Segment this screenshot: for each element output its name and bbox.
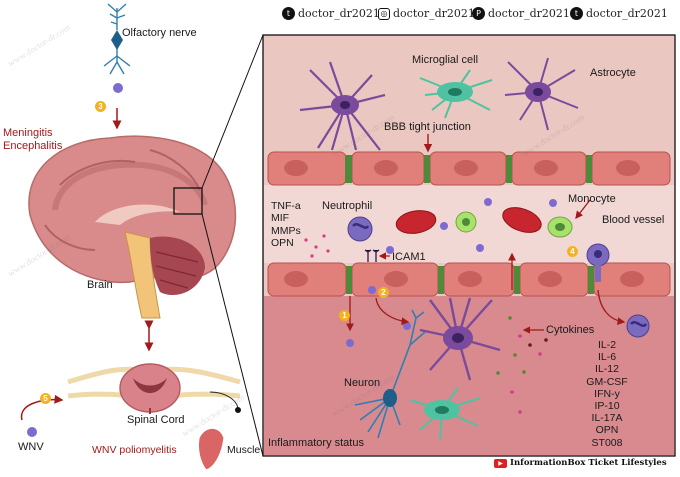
tissue-neutrophil — [626, 314, 650, 338]
social-handle: doctor_dr2021 — [393, 7, 475, 20]
tight-junctions-lower — [346, 266, 594, 294]
social-handle: doctor_dr2021 — [586, 7, 668, 20]
label-monocyte: Monocyte — [568, 193, 616, 205]
pinterest-icon: P — [472, 7, 485, 20]
transmigrating-monocyte — [586, 243, 610, 282]
astrocyte-perivascular — [419, 297, 501, 381]
social-pinterest[interactable]: P doctor_dr2021 — [472, 7, 570, 20]
zoom-line-top — [201, 34, 264, 189]
social-instagram[interactable]: ◎ doctor_dr2021 — [378, 7, 475, 20]
arrow-monocyte — [575, 199, 591, 220]
mediator-dots — [304, 234, 330, 258]
tumblr-icon: t — [570, 7, 583, 20]
wnv-virus — [27, 427, 37, 437]
cytokine-item: IL-6 — [597, 351, 617, 364]
step-badge-1: 1 — [339, 310, 350, 321]
cytokine-item: IL-2 — [597, 339, 617, 351]
olfactory-neuron-body — [111, 30, 123, 50]
label-muscle: Muscle — [227, 444, 261, 456]
cytokine-item: GM-CSF — [586, 375, 628, 388]
astrocyte-top-left — [299, 61, 386, 151]
neuron-cell — [354, 309, 426, 439]
label-meningitis: Meningitis — [3, 127, 53, 139]
red-blood-cells — [395, 207, 542, 234]
social-handle: doctor_dr2021 — [298, 7, 380, 20]
label-wnv: WNV — [18, 441, 44, 453]
step-badge-3: 3 — [95, 101, 106, 112]
label-spinal-cord: Spinal Cord — [127, 414, 185, 426]
label-microglial-cell: Microglial cell — [412, 54, 479, 66]
virus-particle — [113, 83, 123, 93]
astrocyte-top-right — [504, 57, 579, 131]
credit-text: InformationBox Ticket Lifestyles — [510, 458, 667, 468]
cytokine-item: ST008 — [591, 436, 623, 449]
instagram-icon: ◎ — [378, 7, 390, 20]
brain-illustration — [28, 135, 237, 319]
cytokine-dots — [496, 316, 548, 414]
label-brain: Brain — [87, 279, 113, 291]
monocyte-cell — [455, 211, 573, 238]
arrow-step2 — [375, 297, 410, 326]
step-badge-2: 2 — [378, 287, 389, 298]
cytokine-item: IL-12 — [595, 363, 619, 376]
label-icam1: ICAM1 — [392, 251, 426, 263]
label-blood-vessel: Blood vessel — [602, 214, 665, 226]
mediator-item: MIF — [271, 212, 290, 225]
tight-junctions-upper — [345, 155, 592, 183]
spinal-cord-illustration — [67, 363, 241, 414]
olfactory-nerve-cell — [103, 3, 131, 75]
label-wnv-poliomyelitis: WNV poliomyelitis — [92, 444, 177, 456]
mediator-list: TNF-a MIF MMPs OPN — [271, 200, 301, 250]
cytokine-item: OPN — [595, 424, 619, 437]
cytokine-item: IP-10 — [594, 400, 620, 413]
mediator-item: OPN — [271, 237, 294, 250]
social-handle: doctor_dr2021 — [488, 7, 570, 20]
label-bbb-tight-junction: BBB tight junction — [384, 121, 471, 133]
label-olfactory-nerve: Olfactory nerve — [122, 27, 197, 39]
mediator-item: MMPs — [271, 224, 301, 237]
step-badge-4: 4 — [567, 246, 578, 257]
youtube-icon: ▶ — [494, 458, 507, 468]
neutrophil-cell — [347, 216, 373, 242]
label-astrocyte: Astrocyte — [590, 67, 636, 79]
label-cytokines: Cytokines — [546, 324, 595, 336]
label-inflammatory-status: Inflammatory status — [268, 437, 364, 449]
arrow-step4 — [597, 289, 626, 325]
microglial-cell-bottom — [409, 387, 481, 441]
label-neuron: Neuron — [344, 377, 381, 389]
step-badge-5: 5 — [40, 393, 51, 404]
zoom-line-bottom — [201, 213, 264, 457]
social-twitter[interactable]: t doctor_dr2021 — [282, 7, 380, 20]
icam1-receptors — [364, 249, 380, 262]
cytokine-list: IL-2 IL-6 IL-12 GM-CSF IFN-y IP-10 IL-17… — [576, 339, 638, 449]
arrow-wnv-to-cord — [20, 394, 64, 421]
muscle-illustration — [197, 427, 225, 471]
label-encephalitis: Encephalitis — [3, 140, 63, 152]
microglial-cell-top — [419, 69, 493, 119]
mediator-item: TNF-a — [271, 200, 301, 212]
cytokine-item: IFN-y — [594, 387, 620, 400]
social-tumblr[interactable]: t doctor_dr2021 — [570, 7, 668, 20]
twitter-icon: t — [282, 7, 295, 20]
label-neutrophil: Neutrophil — [322, 200, 373, 212]
credit-bar[interactable]: ▶ InformationBox Ticket Lifestyles — [494, 458, 667, 468]
cytokine-item: IL-17A — [591, 412, 623, 425]
